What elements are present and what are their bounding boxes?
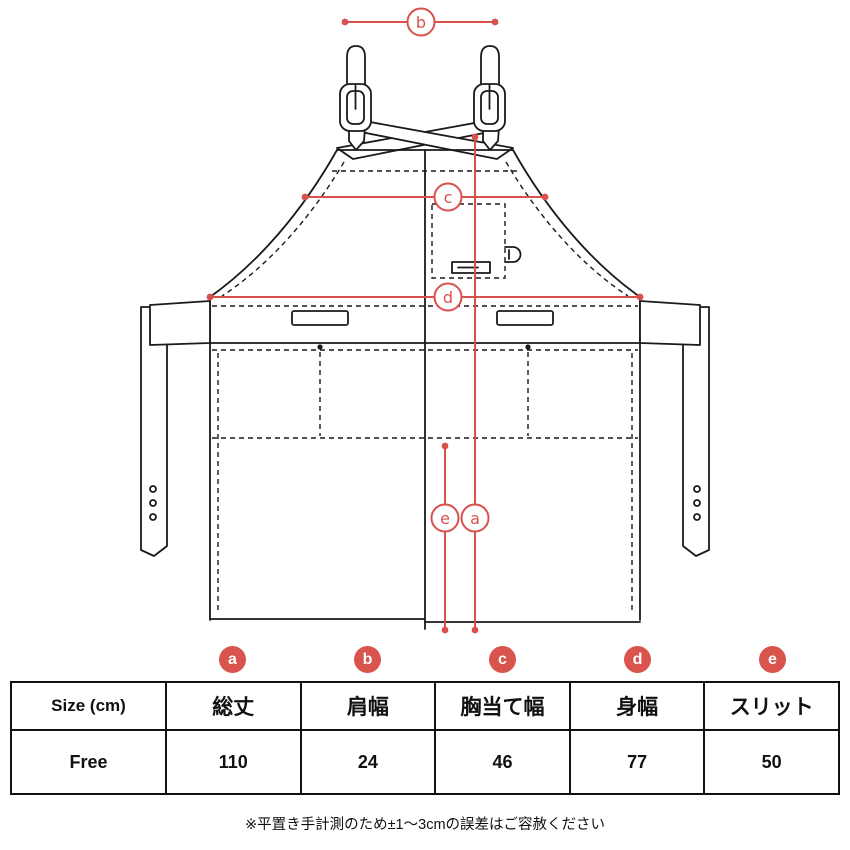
measure-badge-a: a <box>219 646 246 673</box>
measure-line-c <box>301 193 549 201</box>
pocket-rivets <box>317 344 531 350</box>
side-tie-right <box>639 300 710 557</box>
label-a: a <box>470 509 480 528</box>
label-d: d <box>443 288 453 307</box>
size-table-header-row: Size (cm) 総丈 肩幅 胸当て幅 身幅 スリット <box>10 681 840 731</box>
side-tie-left <box>140 300 211 557</box>
column-badges: a b c d e <box>10 646 840 673</box>
cell-size-name: Free <box>10 729 167 795</box>
cell-slit: 50 <box>703 729 840 795</box>
header-bib-width: 胸当て幅 <box>434 681 571 731</box>
header-size: Size (cm) <box>10 681 167 731</box>
header-total-length: 総丈 <box>165 681 302 731</box>
measure-line-d <box>206 293 644 301</box>
measure-line-a <box>471 133 479 634</box>
size-table-data-row: Free 110 24 46 77 50 <box>10 729 840 795</box>
cell-body-width: 77 <box>568 729 706 795</box>
label-c: c <box>444 188 453 207</box>
cell-bib-width: 46 <box>434 729 571 795</box>
measure-badge-c: c <box>489 646 516 673</box>
size-table: Size (cm) 総丈 肩幅 胸当て幅 身幅 スリット Free 110 24… <box>10 681 840 795</box>
measure-line-e <box>441 442 449 634</box>
measure-badge-e: e <box>759 646 786 673</box>
strap-buckles <box>339 83 506 132</box>
cell-total-length: 110 <box>165 729 302 795</box>
measure-label-circles <box>406 7 490 533</box>
waistband-slots <box>291 310 554 326</box>
measure-label-text: b c d e a <box>416 13 480 528</box>
header-shoulder-width: 肩幅 <box>299 681 437 731</box>
header-body-width: 身幅 <box>568 681 706 731</box>
measure-badge-d: d <box>624 646 651 673</box>
chest-pocket <box>451 246 522 274</box>
measure-badge-b: b <box>354 646 381 673</box>
label-b: b <box>416 13 426 32</box>
label-e: e <box>440 509 450 528</box>
apron-size-diagram: b c d e a <box>140 7 710 634</box>
stitch-lines <box>212 161 638 614</box>
header-slit: スリット <box>703 681 840 731</box>
apron-drawing: b c d e a <box>140 7 710 634</box>
badge-spacer <box>10 646 165 673</box>
measurement-lines <box>206 7 644 634</box>
body-outline <box>209 149 641 630</box>
cell-shoulder-width: 24 <box>299 729 437 795</box>
measurement-disclaimer: ※平置き手計測のため±1〜3cmの誤差はご容赦ください <box>244 817 606 833</box>
